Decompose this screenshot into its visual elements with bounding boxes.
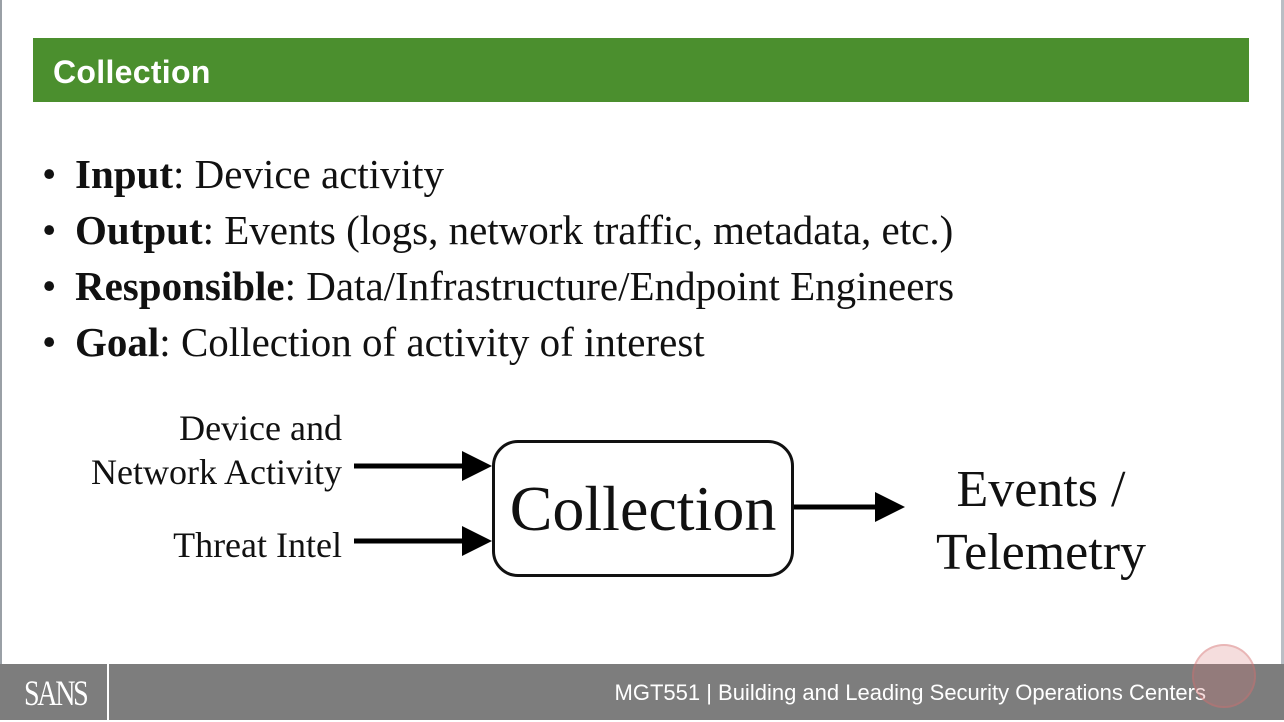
bullet-text: : Device activity [173, 151, 444, 197]
process-label: Collection [509, 472, 777, 544]
bullet-dot-icon: • [42, 319, 57, 365]
output-label-line: Telemetry [935, 524, 1147, 581]
bullet-dot-icon: • [42, 263, 57, 309]
footer-divider [107, 664, 109, 720]
bullet-term: Output [75, 207, 203, 253]
bullet-text: : Collection of activity of interest [159, 319, 705, 365]
bullet-goal: • Goal: Collection of activity of intere… [40, 316, 954, 372]
input-label-line: Device and [179, 408, 342, 448]
output-label-line: Events / [956, 461, 1126, 518]
bullet-text: : Events (logs, network traffic, metadat… [202, 207, 954, 253]
bullet-responsible: • Responsible: Data/Infrastructure/Endpo… [40, 260, 954, 316]
title-bar: Collection [33, 38, 1249, 102]
input-label-device-network: Device and Network Activity [91, 406, 342, 494]
input-label-line: Network Activity [91, 452, 342, 492]
footer-bar: SANS MGT551 | Building and Leading Secur… [0, 644, 1284, 720]
bullet-input: • Input: Device activity [40, 148, 954, 204]
watermark-logo-icon [1192, 644, 1256, 708]
bullet-text: : Data/Infrastructure/Endpoint Engineers [284, 263, 955, 309]
process-box: Collection [492, 440, 794, 577]
bullet-dot-icon: • [42, 151, 57, 197]
slide-title: Collection [53, 54, 211, 90]
bullet-term: Goal [75, 319, 160, 365]
sans-logo: SANS [24, 673, 89, 713]
slide-left-edge [0, 0, 2, 664]
bullet-term: Responsible [75, 263, 285, 309]
bullet-list: • Input: Device activity • Output: Event… [40, 148, 954, 372]
output-label: Events / Telemetry [906, 458, 1176, 584]
bullet-dot-icon: • [42, 207, 57, 253]
bullet-output: • Output: Events (logs, network traffic,… [40, 204, 954, 260]
input-label-line: Threat Intel [173, 525, 342, 565]
course-title: MGT551 | Building and Leading Security O… [614, 680, 1207, 705]
input-label-threat-intel: Threat Intel [173, 523, 342, 567]
slide-right-edge [1281, 0, 1284, 664]
bullet-term: Input [75, 151, 174, 197]
